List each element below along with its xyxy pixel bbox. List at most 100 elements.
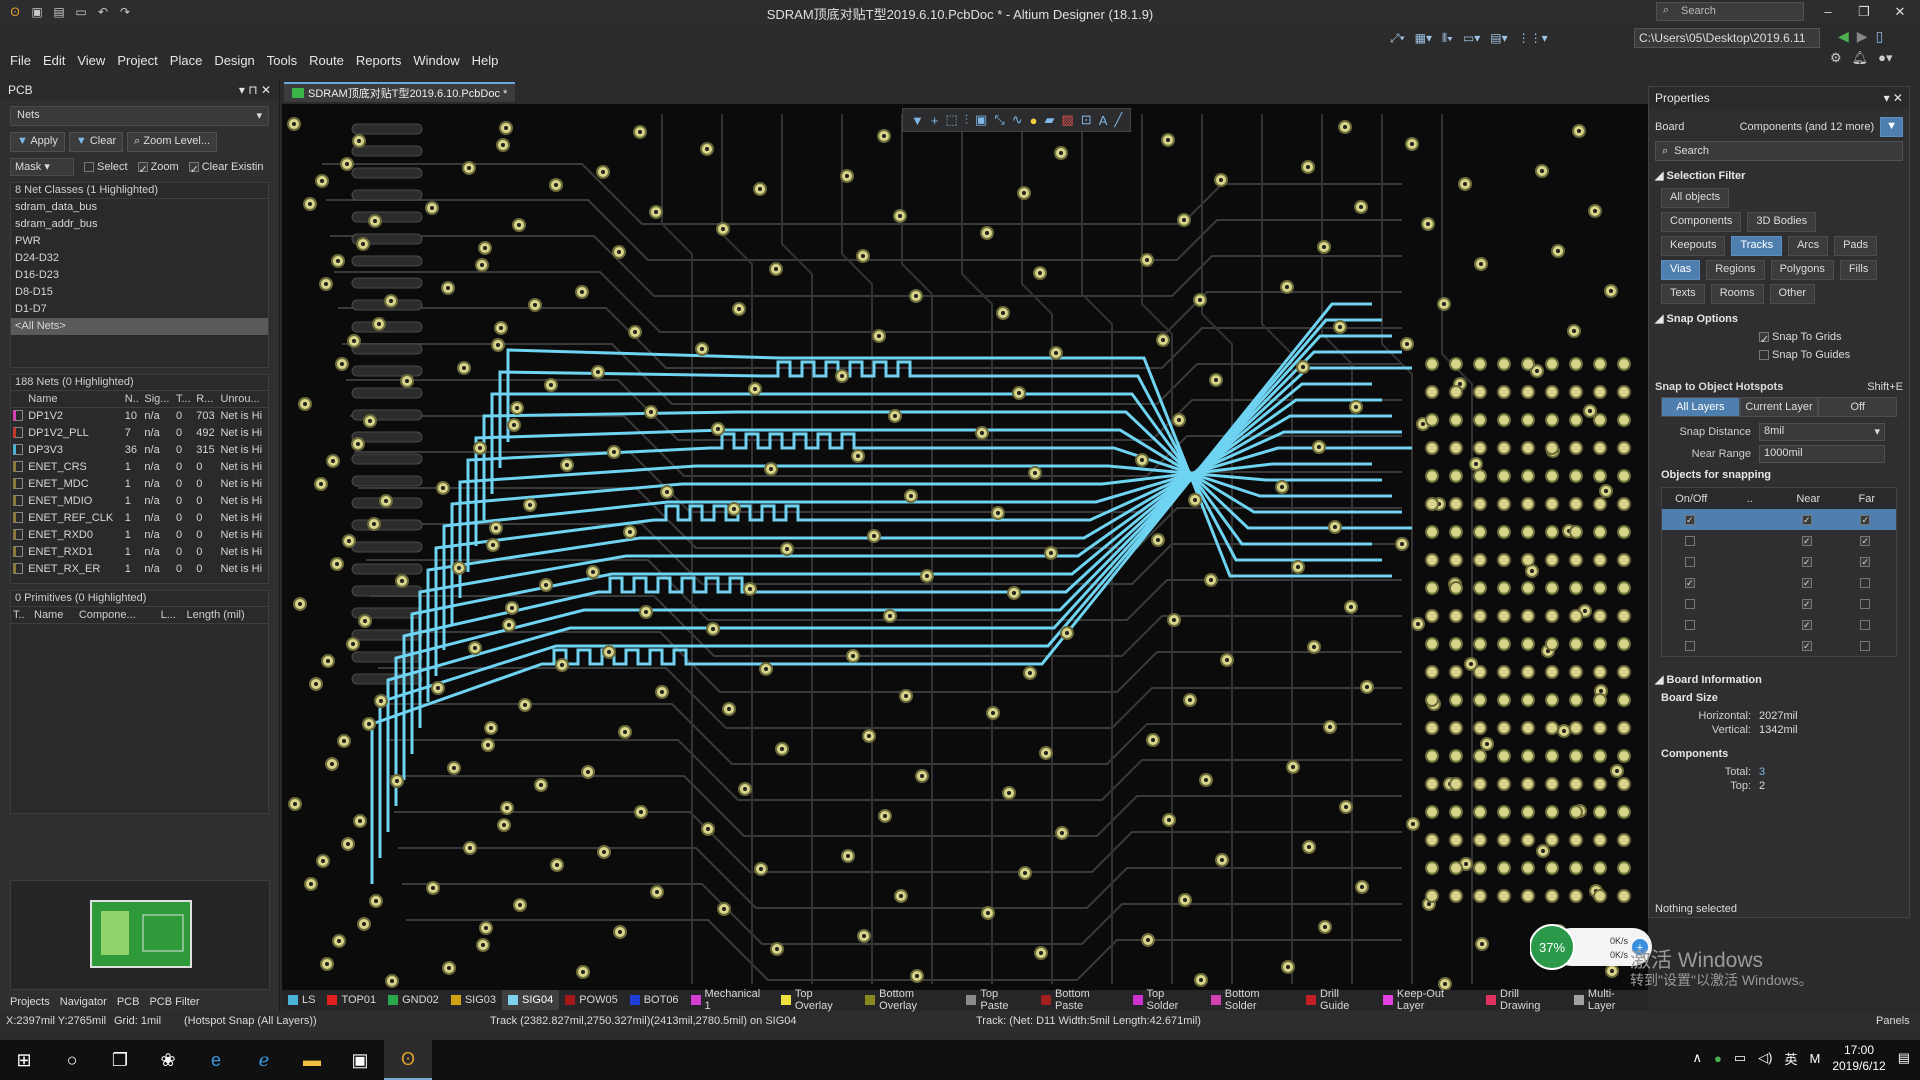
clear-existing-checkbox[interactable]: ✓Clear Existin bbox=[188, 161, 264, 177]
grid-col-header[interactable]: Near bbox=[1796, 492, 1821, 505]
filter-pads-button[interactable]: Pads bbox=[1834, 236, 1878, 256]
snap-to-guides-checkbox[interactable]: Snap To Guides bbox=[1759, 349, 1909, 367]
board-info-title[interactable]: ◢ Board Information bbox=[1655, 674, 1762, 686]
forward-icon[interactable]: ▶ bbox=[1856, 28, 1868, 44]
layer-tab[interactable]: LS bbox=[282, 990, 321, 1010]
filter-tracks-button[interactable]: Tracks bbox=[1731, 236, 1783, 256]
layer-tab[interactable]: TOP01 bbox=[321, 990, 382, 1010]
list-item[interactable]: D16-D23 bbox=[15, 269, 60, 281]
snap-options-title[interactable]: ◢ Snap Options bbox=[1655, 313, 1739, 325]
grid-col-header[interactable]: .. bbox=[1746, 492, 1753, 505]
grid-row[interactable]: ✓ bbox=[1662, 614, 1896, 635]
filter-keepouts-button[interactable]: Keepouts bbox=[1661, 236, 1726, 256]
net-checkbox[interactable] bbox=[11, 560, 26, 577]
off-button[interactable]: Off bbox=[1818, 397, 1898, 417]
grid-checkbox[interactable] bbox=[1838, 577, 1897, 589]
snap-distance-select[interactable]: 8mil ▾ bbox=[1759, 423, 1885, 441]
open-icon[interactable]: ▭ bbox=[75, 5, 87, 19]
layer-tab[interactable]: Multi-Layer bbox=[1568, 988, 1648, 1012]
filter-rooms-button[interactable]: Rooms bbox=[1710, 284, 1764, 304]
layer-tab[interactable]: SIG03 bbox=[445, 990, 502, 1010]
grid-checkbox[interactable]: ✓ bbox=[1801, 556, 1812, 567]
grid-row[interactable]: ✓ bbox=[1662, 635, 1896, 656]
clock[interactable]: 17:00 2019/6/12 bbox=[1832, 1042, 1885, 1074]
save-icon[interactable]: ▣ bbox=[31, 5, 43, 19]
total-value[interactable]: 3 bbox=[1759, 766, 1766, 778]
grid-checkbox[interactable] bbox=[1838, 598, 1897, 610]
filter-polygons-button[interactable]: Polygons bbox=[1770, 260, 1834, 280]
move-icon[interactable]: + bbox=[930, 112, 939, 128]
net-checkbox[interactable] bbox=[11, 407, 26, 424]
board-preview[interactable] bbox=[10, 880, 270, 990]
grid-col-header[interactable]: On/Off bbox=[1675, 492, 1708, 505]
document-tab[interactable]: SDRAM顶底对贴T型2019.6.10.PcbDoc * bbox=[284, 82, 516, 102]
net-checkbox[interactable] bbox=[11, 543, 26, 560]
via-icon[interactable]: ● bbox=[1029, 112, 1038, 128]
filter-components-button[interactable]: Components bbox=[1661, 212, 1742, 232]
edge-icon[interactable]: ℯ bbox=[258, 1049, 270, 1070]
net-checkbox[interactable] bbox=[11, 424, 26, 441]
tab-pcb-filter[interactable]: PCB Filter bbox=[149, 996, 200, 1008]
net-checkbox[interactable] bbox=[11, 441, 26, 458]
diff-pair-icon[interactable]: ∿ bbox=[1011, 112, 1023, 127]
layer-tab[interactable]: Bottom Overlay bbox=[859, 988, 960, 1012]
layer-tab[interactable]: POW05 bbox=[559, 990, 624, 1010]
windows-start-icon[interactable]: ⊞ bbox=[16, 1049, 32, 1070]
menu-tools[interactable]: Tools bbox=[266, 52, 298, 68]
net-checkbox[interactable] bbox=[11, 475, 26, 492]
filter-vias-button[interactable]: Vias bbox=[1661, 260, 1701, 280]
tab-pcb[interactable]: PCB bbox=[116, 996, 140, 1008]
filter-regions-button[interactable]: Regions bbox=[1706, 260, 1765, 280]
menu-help[interactable]: Help bbox=[471, 52, 499, 68]
distribute-icon[interactable]: ▭▾ bbox=[1462, 31, 1481, 45]
grid-checkbox[interactable]: ✓ bbox=[1801, 598, 1812, 609]
path-field[interactable]: C:\Users\05\Desktop\2019.6.11 bbox=[1634, 28, 1820, 48]
list-item[interactable]: PWR bbox=[15, 235, 41, 247]
fill-icon[interactable]: ▰ bbox=[1044, 112, 1055, 127]
panels-button[interactable]: Panels bbox=[1876, 1015, 1910, 1027]
panel-controls[interactable]: ▾ ⊓ ✕ bbox=[238, 83, 271, 97]
altium-taskbar-icon[interactable]: ʘ bbox=[384, 1040, 432, 1080]
volume-icon[interactable]: ◁) bbox=[1758, 1050, 1773, 1065]
menu-route[interactable]: Route bbox=[309, 52, 344, 68]
layer-tab[interactable]: Top Solder bbox=[1127, 988, 1205, 1012]
col-layer[interactable]: L... bbox=[158, 607, 185, 624]
col-t[interactable]: T... bbox=[173, 391, 195, 408]
keepout-icon[interactable]: ▨ bbox=[1061, 112, 1074, 127]
mode-select[interactable]: Nets▾ bbox=[10, 106, 269, 126]
clear-button[interactable]: ▼ Clear bbox=[68, 132, 124, 152]
col-pname[interactable]: Name bbox=[32, 607, 77, 624]
grid-checkbox[interactable]: ✓ bbox=[1860, 556, 1871, 567]
menu-project[interactable]: Project bbox=[117, 52, 158, 68]
filter-other-button[interactable]: Other bbox=[1769, 284, 1816, 304]
select-rect-icon[interactable]: ⬚ bbox=[945, 112, 958, 127]
minimize-button[interactable]: – bbox=[1824, 4, 1832, 19]
grid-checkbox[interactable]: ✓ bbox=[1801, 619, 1812, 630]
tray-up-icon[interactable]: ∧ bbox=[1692, 1050, 1702, 1065]
layer-tab[interactable]: Top Overlay bbox=[775, 988, 859, 1012]
grid-col-header[interactable]: Far bbox=[1858, 492, 1876, 505]
bell-icon[interactable]: 🔔︎ bbox=[1851, 50, 1869, 65]
back-icon[interactable]: ◀ bbox=[1838, 28, 1849, 44]
properties-search[interactable]: ⌕Search bbox=[1655, 141, 1903, 161]
text-icon[interactable]: A bbox=[1098, 112, 1108, 128]
grid-checkbox[interactable]: ✓ bbox=[1801, 514, 1812, 525]
grid-checkbox[interactable] bbox=[1662, 619, 1721, 631]
filter-button[interactable]: ▼ bbox=[1880, 117, 1903, 137]
layers-icon[interactable]: ▦▾ bbox=[1414, 31, 1433, 45]
net-checkbox[interactable] bbox=[11, 458, 26, 475]
store-icon[interactable]: ▣ bbox=[351, 1049, 369, 1070]
current-layer-button[interactable]: Current Layer bbox=[1739, 397, 1819, 417]
list-item[interactable]: <All Nets> bbox=[11, 318, 268, 335]
select-checkbox[interactable]: Select bbox=[84, 161, 128, 173]
network-icon[interactable]: ▭ bbox=[1733, 1050, 1747, 1065]
zoom-checkbox[interactable]: ✓Zoom bbox=[137, 161, 179, 177]
align-icon[interactable]: ⫴▾ bbox=[1442, 30, 1453, 45]
